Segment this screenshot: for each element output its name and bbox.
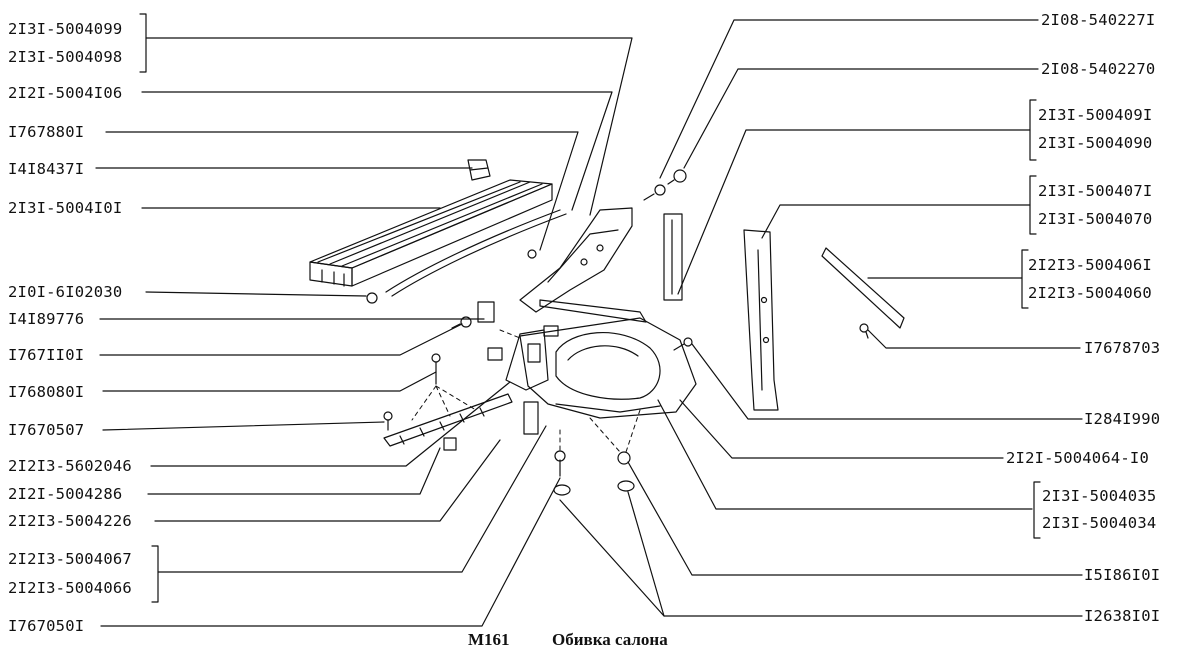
bracket-part-1 <box>477 301 495 323</box>
part-label-right-2: 2I08-5402270 <box>1041 60 1156 78</box>
bracket-right-1 <box>1029 99 1037 161</box>
part-label-left-5: I4I8437I <box>8 160 85 178</box>
part-label-left-2: 2I3I-5004098 <box>8 48 123 66</box>
bracket-right-4 <box>1033 481 1041 539</box>
roof-rail-part <box>309 179 567 297</box>
part-label-left-10: I768080I <box>8 383 85 401</box>
part-label-left-9: I767II0I <box>8 346 85 364</box>
part-label-left-12: 2I2I3-5602046 <box>8 457 132 475</box>
bracket-right-3 <box>1021 249 1029 309</box>
bracket-part-2 <box>487 347 503 361</box>
bracket-left-2 <box>151 545 159 603</box>
side-strip-right <box>821 247 905 329</box>
part-label-left-14: 2I2I3-5004226 <box>8 512 132 530</box>
diagram-code: M161 <box>468 630 510 649</box>
bracket-right-2 <box>1029 175 1037 235</box>
sill-strip <box>383 393 513 447</box>
bracket-part-4 <box>443 437 457 451</box>
part-label-left-6: 2I3I-5004I0I <box>8 199 123 217</box>
part-label-left-8: I4I89776 <box>8 310 85 328</box>
wheel-arch-trim <box>519 299 697 419</box>
leader-lines-left <box>95 37 633 627</box>
leader-lines-right <box>559 19 1083 617</box>
part-label-right-11: 2I2I-5004064-I0 <box>1006 449 1149 467</box>
clip-part <box>467 159 491 181</box>
assembly-guides <box>411 329 641 453</box>
part-label-right-10: I284I990 <box>1084 410 1161 428</box>
part-label-left-4: I767880I <box>8 123 85 141</box>
part-label-right-6: 2I3I-5004070 <box>1038 210 1153 228</box>
part-label-right-14: I5I86I0I <box>1084 566 1161 584</box>
part-label-right-13: 2I3I-5004034 <box>1042 514 1157 532</box>
diagram-title: Обивка салона <box>552 630 668 649</box>
part-label-left-17: I767050I <box>8 617 85 635</box>
screw-parts <box>366 169 869 496</box>
part-label-right-1: 2I08-540227I <box>1041 11 1156 29</box>
vertical-bracket-center <box>663 213 683 301</box>
part-label-left-3: 2I2I-5004I06 <box>8 84 123 102</box>
part-label-right-3: 2I3I-500409I <box>1038 106 1153 124</box>
part-label-right-15: I2638I0I <box>1084 607 1161 625</box>
part-label-right-4: 2I3I-5004090 <box>1038 134 1153 152</box>
part-label-left-11: I7670507 <box>8 421 85 439</box>
part-label-left-7: 2I0I-6I02030 <box>8 283 123 301</box>
part-label-right-7: 2I2I3-500406I <box>1028 256 1152 274</box>
quarter-panel-trim <box>505 329 549 391</box>
part-label-left-1: 2I3I-5004099 <box>8 20 123 38</box>
part-label-left-15: 2I2I3-5004067 <box>8 550 132 568</box>
part-label-left-13: 2I2I-5004286 <box>8 485 123 503</box>
bracket-part-3 <box>523 401 539 435</box>
pillar-trim-left <box>519 207 633 313</box>
pillar-trim-right <box>743 229 779 411</box>
part-label-right-5: 2I3I-500407I <box>1038 182 1153 200</box>
part-label-left-16: 2I2I3-5004066 <box>8 579 132 597</box>
part-label-right-9: I7678703 <box>1084 339 1161 357</box>
part-label-right-12: 2I3I-5004035 <box>1042 487 1157 505</box>
part-label-right-8: 2I2I3-5004060 <box>1028 284 1152 302</box>
bracket-left-1 <box>139 13 147 73</box>
